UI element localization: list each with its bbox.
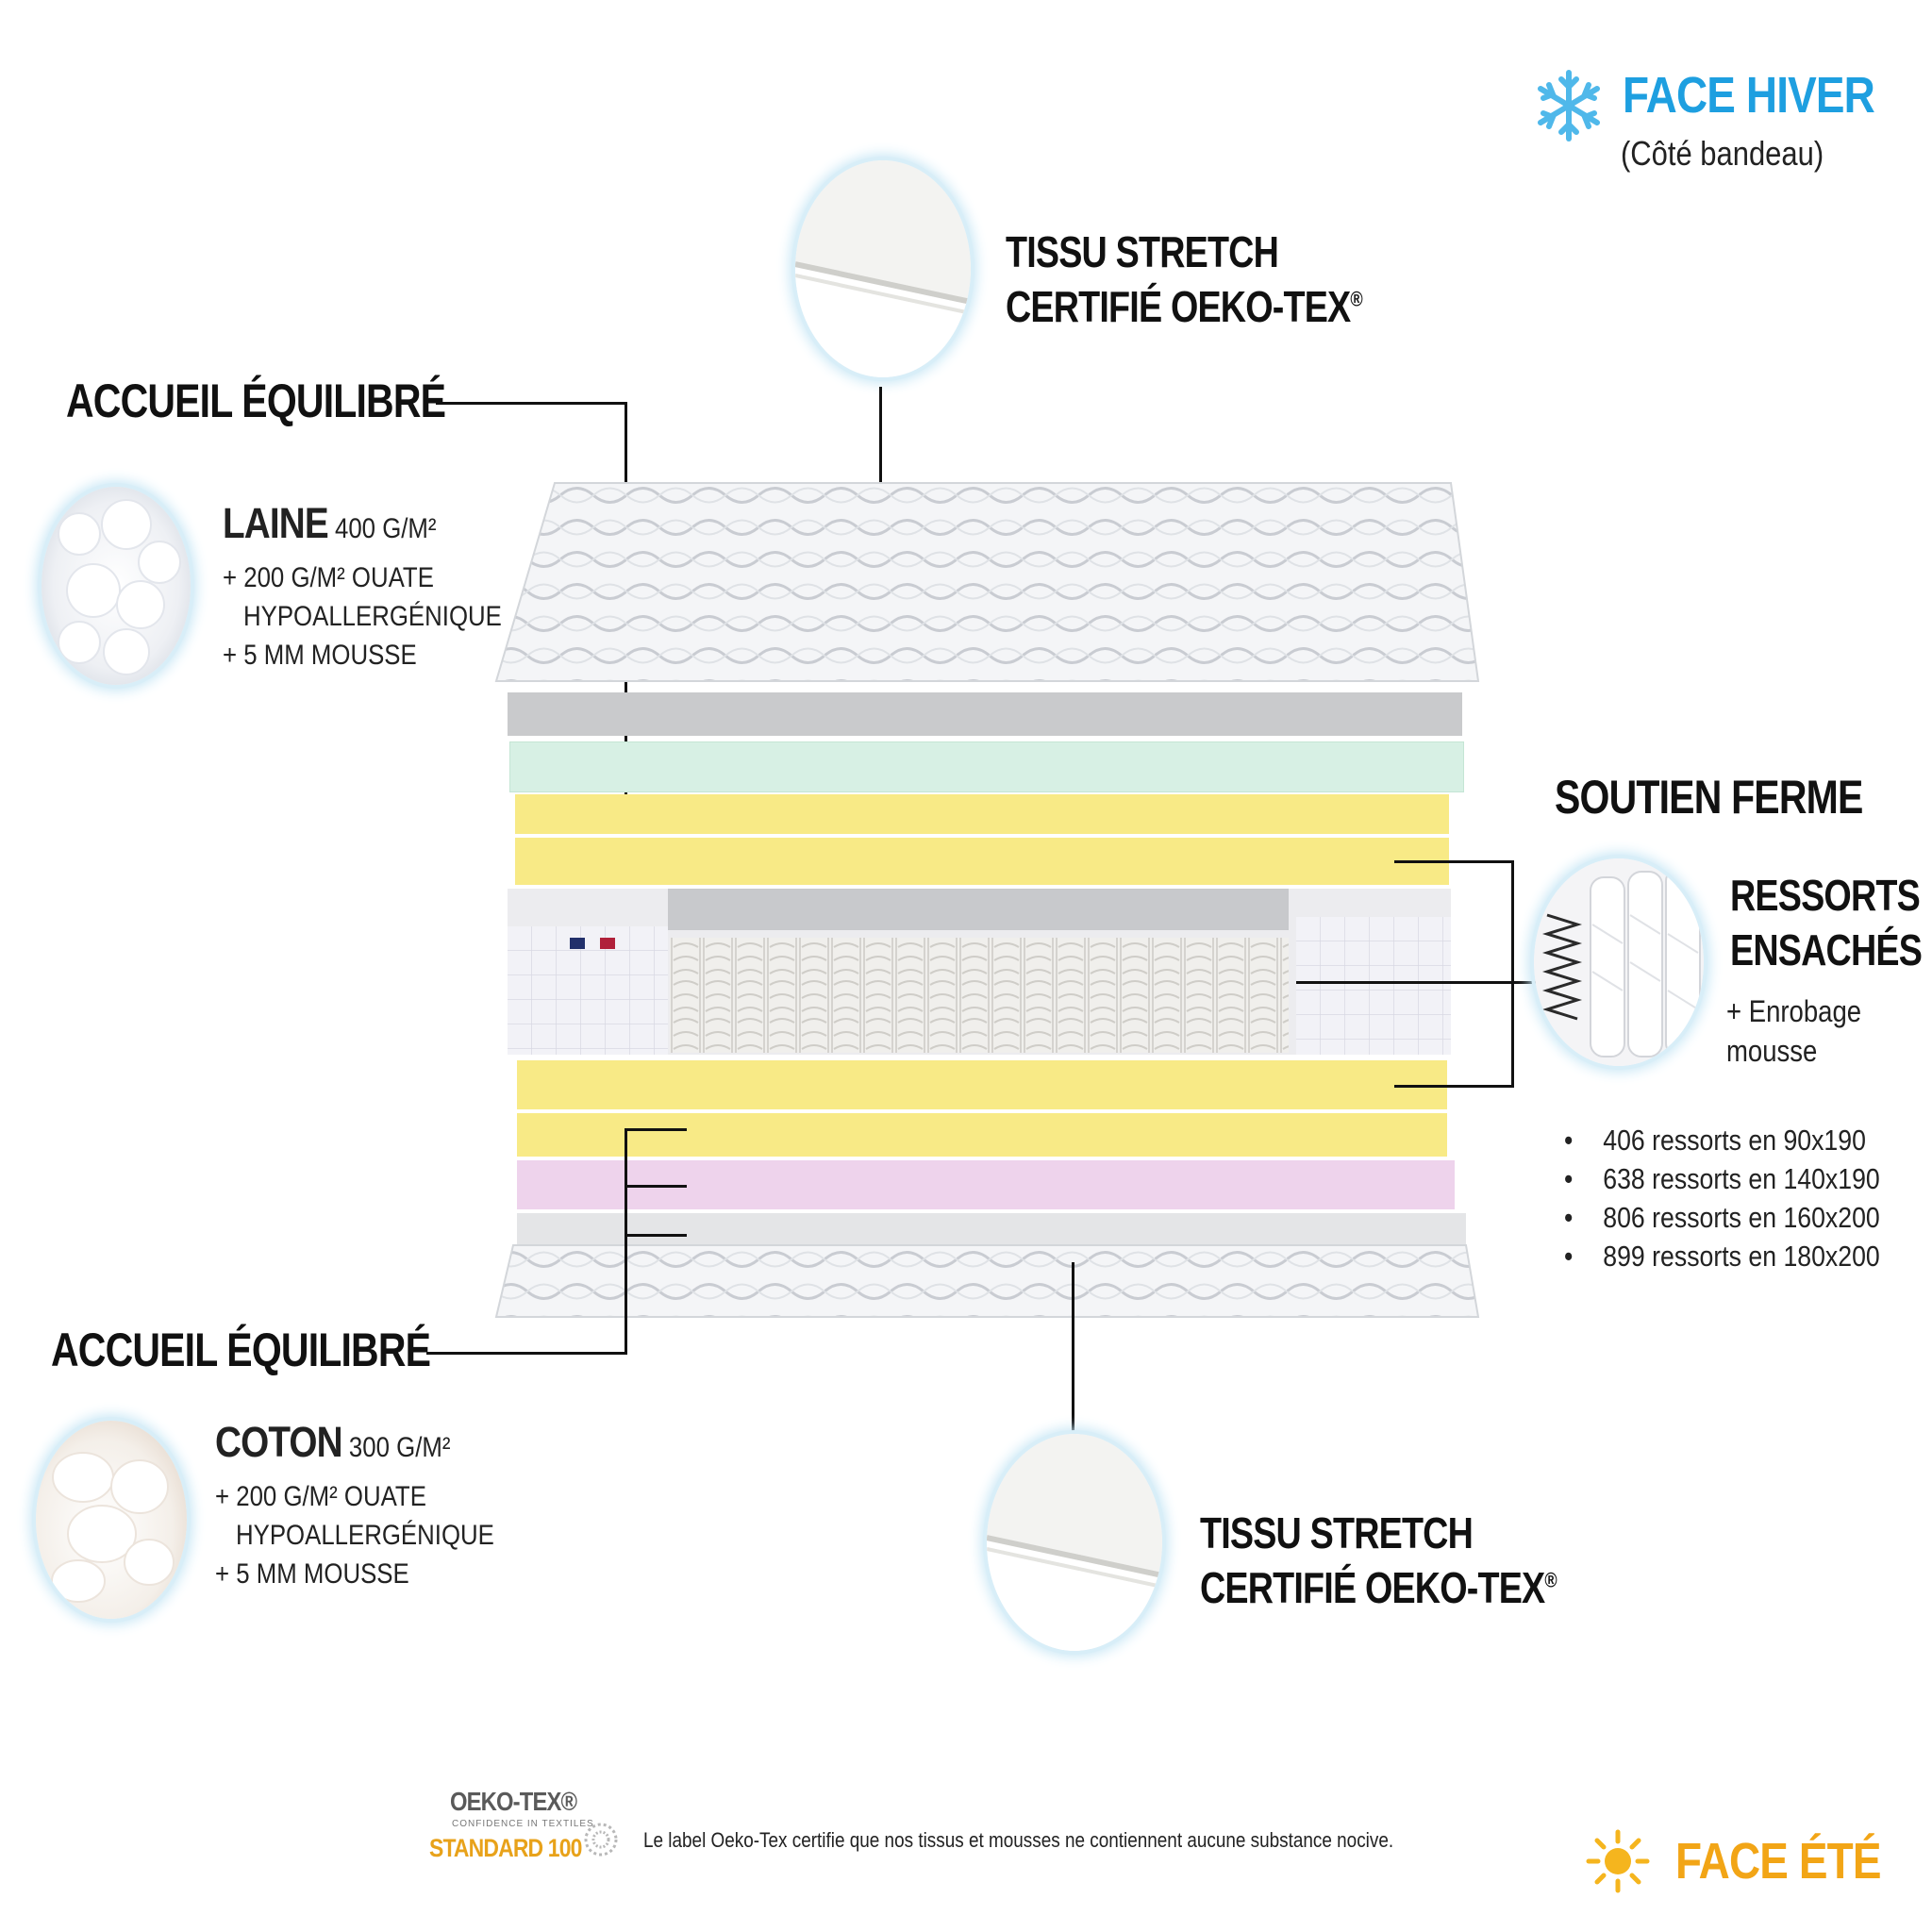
cotton-swatch (36, 1421, 187, 1619)
oeko-seal-icon (584, 1823, 618, 1857)
bottom-fabric-line2: CERTIFIÉ OEKO-TEX® (1200, 1562, 1557, 1613)
spring-count-item: 638 ressorts en 140x190 (1564, 1159, 1879, 1198)
springs-line1: RESSORTS (1730, 871, 1921, 920)
wool-swatch (42, 487, 191, 685)
top-fabric-line1: TISSU STRETCH (1006, 227, 1279, 276)
spring-core-left-panel (508, 926, 668, 1055)
spring-count-list: 406 ressorts en 90x190 638 ressorts en 1… (1564, 1121, 1931, 1275)
mattress-top-quilt (494, 479, 1480, 683)
layer-yellow-top-2 (515, 838, 1449, 885)
leader-bottom-fabric (1072, 1262, 1074, 1432)
snowflake-icon (1536, 68, 1602, 143)
layer-yellow-top-1 (515, 794, 1449, 834)
top-fabric-certified: CERTIFIÉ OEKO-TEX (1006, 282, 1351, 331)
leader-support-bottom (1394, 1085, 1514, 1088)
bottom-fabric-line1: TISSU STRETCH (1200, 1508, 1474, 1557)
summer-title: FACE ÉTÉ (1675, 1833, 1881, 1890)
leader-tick-4 (625, 1128, 687, 1131)
fabric-swatch-bottom (987, 1434, 1162, 1651)
bottom-comfort-heading: ACCUEIL ÉQUILIBRÉ (51, 1324, 431, 1376)
leader-tick-6 (625, 1234, 687, 1237)
bottom-comfort-material: COTON 300 G/M² (215, 1421, 451, 1467)
top-comfort-heading: ACCUEIL ÉQUILIBRÉ (66, 375, 446, 427)
registered-mark: ® (1544, 1568, 1557, 1592)
springs-line2: ENSACHÉS (1730, 925, 1923, 974)
registered-mark: ® (1350, 287, 1362, 311)
pocket-spring-swatch (1534, 858, 1704, 1066)
bottom-comfort-line3: HYPOALLERGÉNIQUE (236, 1520, 494, 1551)
flag-red (600, 938, 615, 949)
bottom-comfort-line2: + 200 G/M² OUATE (215, 1481, 426, 1512)
layer-grey-top (508, 692, 1462, 736)
flag-blue (570, 938, 585, 949)
sun-icon (1585, 1828, 1651, 1894)
leader-bottom-comfort-horizontal (426, 1352, 627, 1355)
coating-line1: + Enrobage (1726, 994, 1862, 1028)
oeko-logo-line2: CONFIDENCE IN TEXTILES (452, 1819, 594, 1829)
spring-core-frame (508, 889, 1451, 1055)
bottom-fabric-certified: CERTIFIÉ OEKO-TEX (1200, 1563, 1545, 1612)
leader-bottom-comfort-vertical (625, 1128, 627, 1355)
winter-subtitle: (Côté bandeau) (1621, 134, 1824, 173)
leader-support-vertical (1511, 860, 1514, 1087)
wool-weight: 400 G/M² (334, 513, 437, 544)
top-comfort-line2: + 200 G/M² OUATE (223, 562, 434, 593)
leader-top-comfort-horizontal (436, 402, 626, 405)
wool-label: LAINE (223, 499, 329, 547)
mattress-bottom-quilt (494, 1243, 1480, 1319)
oeko-logo-line3: STANDARD 100 (429, 1834, 582, 1862)
pocket-springs (670, 938, 1289, 1053)
top-comfort-line4: + 5 MM MOUSSE (223, 640, 417, 671)
top-comfort-material: LAINE 400 G/M² (223, 502, 437, 548)
oeko-tex-note: Le label Oeko-Tex certifie que nos tissu… (643, 1828, 1394, 1852)
coating-line2: mousse (1726, 1034, 1818, 1068)
spring-count-item: 806 ressorts en 160x200 (1564, 1198, 1879, 1237)
leader-support-top (1394, 860, 1513, 863)
leader-top-fabric (879, 387, 882, 561)
top-fabric-line2: CERTIFIÉ OEKO-TEX® (1006, 281, 1363, 332)
layer-mint (509, 741, 1464, 792)
leader-support-springs (1296, 981, 1538, 984)
winter-title: FACE HIVER (1623, 67, 1875, 124)
spring-count-item: 899 ressorts en 180x200 (1564, 1237, 1879, 1275)
cotton-label: COTON (215, 1418, 343, 1466)
support-heading: SOUTIEN FERME (1555, 771, 1863, 824)
bottom-comfort-line4: + 5 MM MOUSSE (215, 1558, 409, 1590)
cotton-weight: 300 G/M² (348, 1432, 451, 1463)
top-comfort-line3: HYPOALLERGÉNIQUE (243, 601, 502, 632)
fabric-swatch-top (795, 160, 971, 377)
oeko-logo-line1: OEKO-TEX® (450, 1787, 577, 1816)
oeko-tex-logo: OEKO-TEX® CONFIDENCE IN TEXTILES STANDAR… (429, 1787, 618, 1872)
spring-core-top-band (668, 889, 1289, 930)
layer-yellow-bottom-2 (517, 1113, 1447, 1157)
spring-count-item: 406 ressorts en 90x190 (1564, 1121, 1880, 1159)
leader-tick-5 (625, 1185, 687, 1188)
spring-core-right-panel (1296, 917, 1451, 1055)
layer-yellow-bottom-1 (517, 1060, 1447, 1109)
